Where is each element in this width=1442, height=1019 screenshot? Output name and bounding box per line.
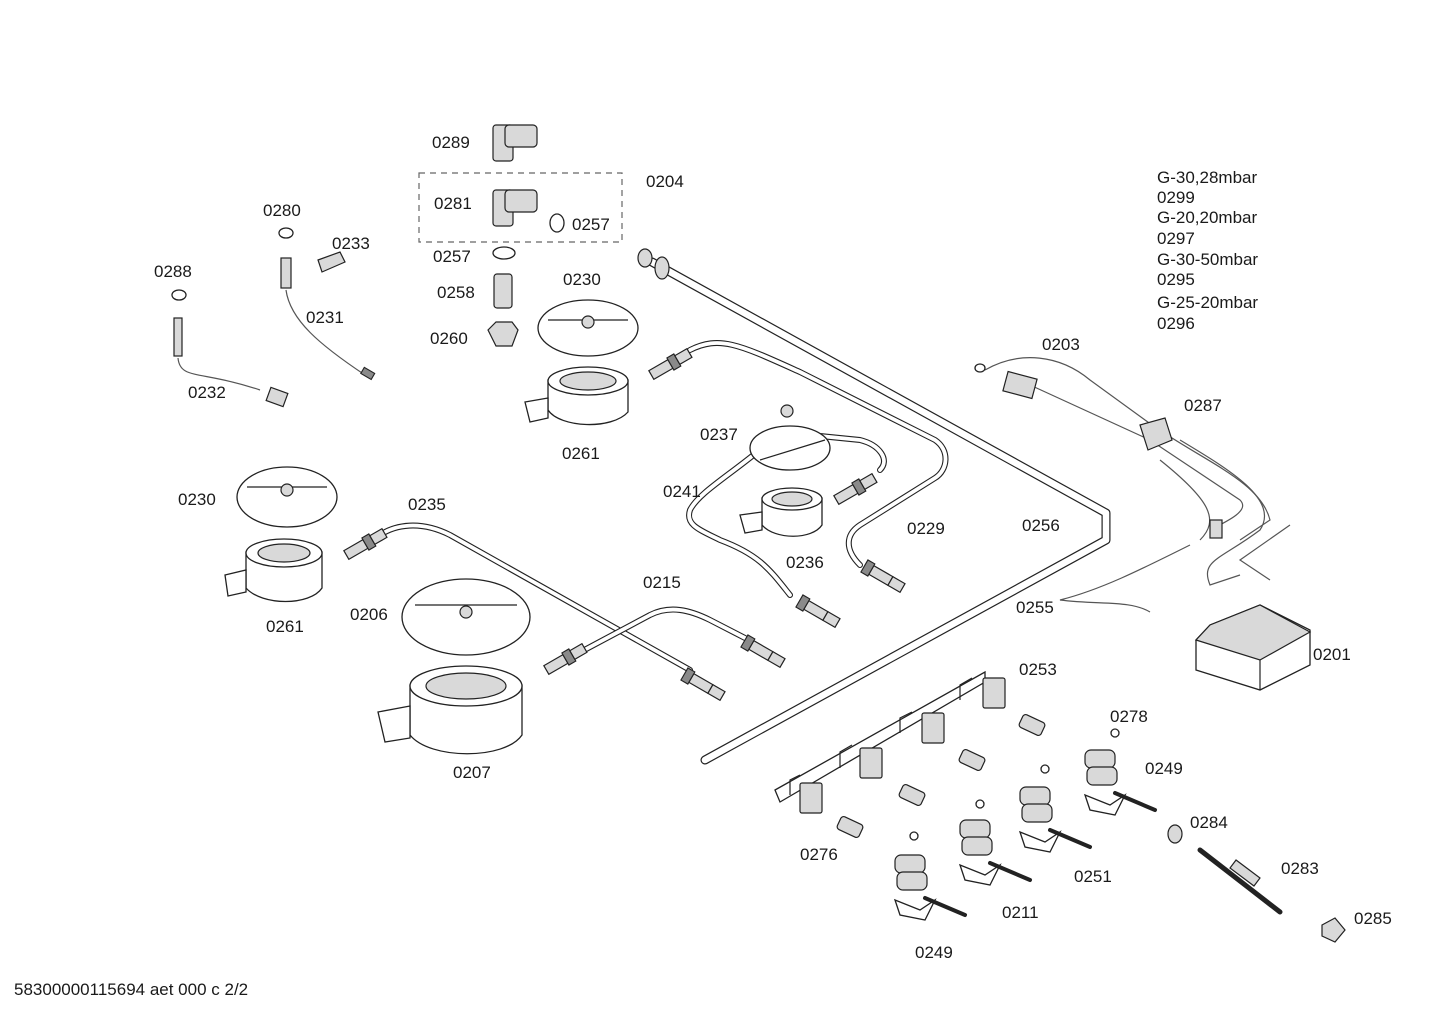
label-0237: 0237 [700,425,738,444]
wiring-harness [974,357,1291,613]
label-0241: 0241 [663,482,701,501]
label-0231: 0231 [306,308,344,327]
label-0249b: 0249 [915,943,953,962]
gas-config-1: 0299 [1157,188,1195,207]
label-0211: 0211 [1002,903,1039,922]
gas-pipe-0229 [687,340,949,568]
label-0235: 0235 [408,495,446,514]
label-0285: 0285 [1354,909,1392,928]
label-0256: 0256 [1022,516,1060,535]
label-0258: 0258 [437,283,475,302]
label-0289: 0289 [432,133,470,152]
label-0230a: 0230 [563,270,601,289]
label-0281: 0281 [434,194,472,213]
gas-config-2: G-20,20mbar [1157,208,1257,227]
label-0260: 0260 [430,329,468,348]
ignition-parts-left [171,227,376,408]
burner-cup-0261-top [524,366,629,426]
burner-cup-0236 [739,487,823,537]
elbow-fittings [487,124,565,347]
label-0257b: 0257 [433,247,471,266]
label-0236: 0236 [786,553,824,572]
gas-config-7: 0296 [1157,314,1195,333]
label-0229: 0229 [907,519,945,538]
label-0288: 0288 [154,262,192,281]
label-0283: 0283 [1281,859,1319,878]
valve-clips [799,677,1006,814]
label-0257a: 0257 [572,215,610,234]
label-0230b: 0230 [178,490,216,509]
label-0201: 0201 [1313,645,1351,664]
gas-pipe-0215 [572,606,748,658]
label-0203: 0203 [1042,335,1080,354]
label-0284: 0284 [1190,813,1228,832]
label-0276: 0276 [800,845,838,864]
label-0233: 0233 [332,234,370,253]
label-0261b: 0261 [266,617,304,636]
label-0206: 0206 [350,605,388,624]
pipe-fittings [343,347,906,702]
plate-0230-top [537,299,639,357]
injectors [836,713,1120,841]
plate-0230-left [236,466,338,528]
label-0232: 0232 [188,383,226,402]
gas-config-6: G-25-20mbar [1157,293,1258,312]
gas-main-pipe [637,248,1111,765]
label-0278: 0278 [1110,707,1148,726]
label-0207: 0207 [453,763,491,782]
gas-pipe-0235 [377,522,693,673]
plate-0237 [749,404,831,471]
gas-config-5: 0295 [1157,270,1195,289]
gas-config-0: G-30,28mbar [1157,168,1257,187]
label-0253: 0253 [1019,660,1057,679]
assembly-group-box [418,172,623,243]
label-0255: 0255 [1016,598,1054,617]
rod-assembly [1167,824,1346,943]
label-0287: 0287 [1184,396,1222,415]
label-0215: 0215 [643,573,681,592]
gas-pipe-0241 [686,429,887,598]
label-0249a: 0249 [1145,759,1183,778]
gas-config-4: G-30-50mbar [1157,250,1258,269]
label-0251: 0251 [1074,867,1112,886]
igniter-module [1194,604,1312,691]
plate-0206 [401,578,531,656]
document-footer-id: 58300000115694 aet 000 c 2/2 [14,980,249,999]
label-0280: 0280 [263,201,301,220]
burner-cup-0261-left [224,538,323,603]
gas-taps [893,749,1157,921]
burner-cup-0207 [377,665,523,755]
gas-config-3: 0297 [1157,229,1195,248]
label-0204: 0204 [646,172,684,191]
label-0261a: 0261 [562,444,600,463]
